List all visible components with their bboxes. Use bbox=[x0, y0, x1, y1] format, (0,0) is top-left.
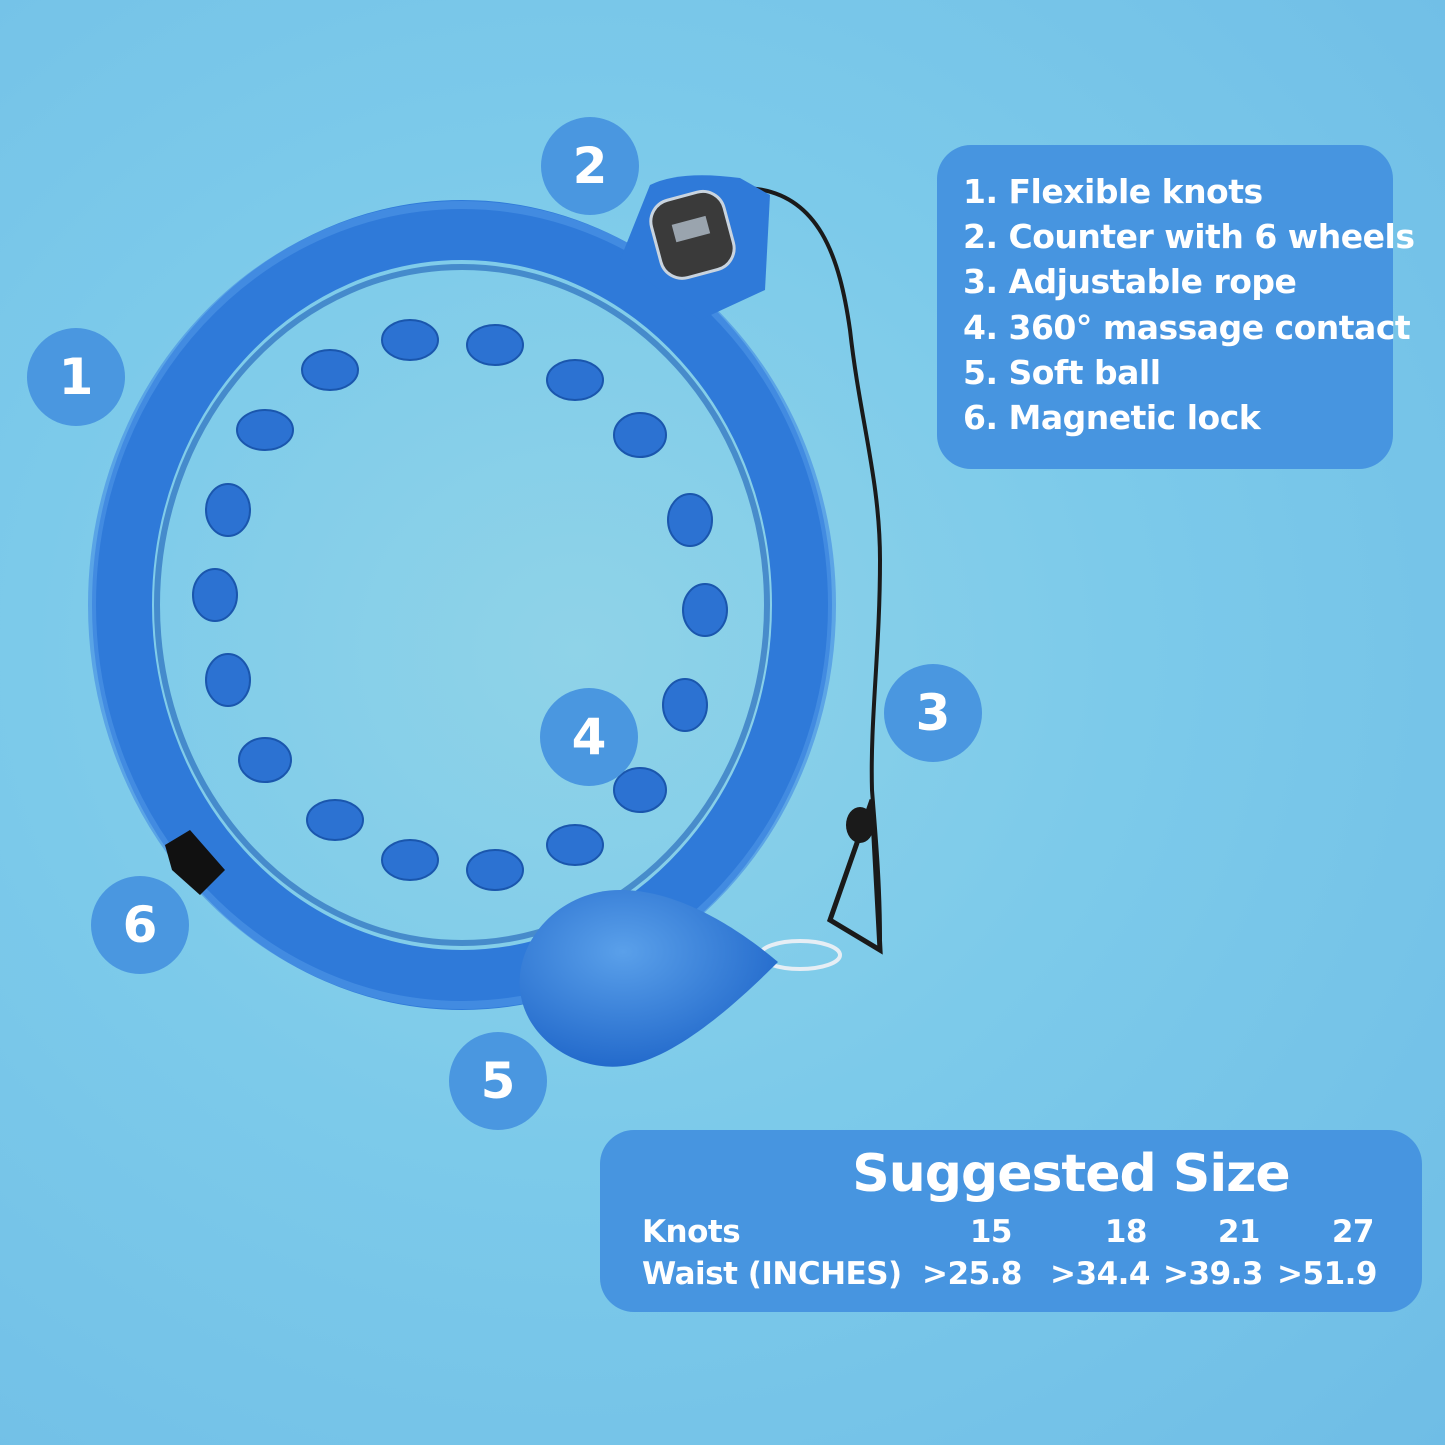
knots-label: Knots bbox=[642, 1214, 741, 1250]
hoop-ring bbox=[92, 200, 832, 1010]
waist-value: >39.3 bbox=[1163, 1256, 1263, 1292]
waist-row: Waist (INCHES) >25.8 >34.4 >39.3 >51.9 bbox=[642, 1256, 1378, 1292]
knots-value: 18 bbox=[1104, 1214, 1148, 1250]
soft-ball bbox=[519, 890, 778, 1067]
features-list: 1. Flexible knots 2. Counter with 6 whee… bbox=[937, 145, 1415, 440]
feature-item: 3. Adjustable rope bbox=[963, 262, 1297, 302]
callout-badge-4: 4 bbox=[540, 688, 638, 786]
suggested-size-panel: Suggested Size Knots 15 18 21 27 Waist (… bbox=[600, 1130, 1422, 1312]
feature-item: 6. Magnetic lock bbox=[963, 398, 1261, 438]
waist-value: >51.9 bbox=[1277, 1256, 1377, 1292]
callout-badge-6: 6 bbox=[91, 876, 189, 974]
waist-label: Waist (INCHES) bbox=[642, 1256, 902, 1292]
knots-value: 27 bbox=[1331, 1214, 1375, 1250]
callout-badge-2: 2 bbox=[541, 117, 639, 215]
feature-item: 1. Flexible knots bbox=[963, 172, 1263, 211]
feature-item: 4. 360° massage contact bbox=[963, 307, 1411, 347]
features-panel: 1. Flexible knots 2. Counter with 6 whee… bbox=[937, 145, 1415, 469]
knots-value: 15 bbox=[969, 1214, 1013, 1250]
waist-value: >25.8 bbox=[922, 1256, 1022, 1292]
callout-badge-5: 5 bbox=[449, 1032, 547, 1130]
knots-row: Knots 15 18 21 27 bbox=[642, 1214, 1375, 1250]
knots-value: 21 bbox=[1217, 1214, 1261, 1250]
suggested-size-title: Suggested Size bbox=[852, 1144, 1290, 1204]
magnetic-lock bbox=[165, 830, 225, 895]
callout-badge-1: 1 bbox=[27, 328, 125, 426]
callout-badge-3: 3 bbox=[884, 664, 982, 762]
feature-item: 2. Counter with 6 wheels bbox=[963, 217, 1415, 257]
waist-value: >34.4 bbox=[1050, 1256, 1150, 1292]
feature-item: 5. Soft ball bbox=[963, 352, 1161, 392]
